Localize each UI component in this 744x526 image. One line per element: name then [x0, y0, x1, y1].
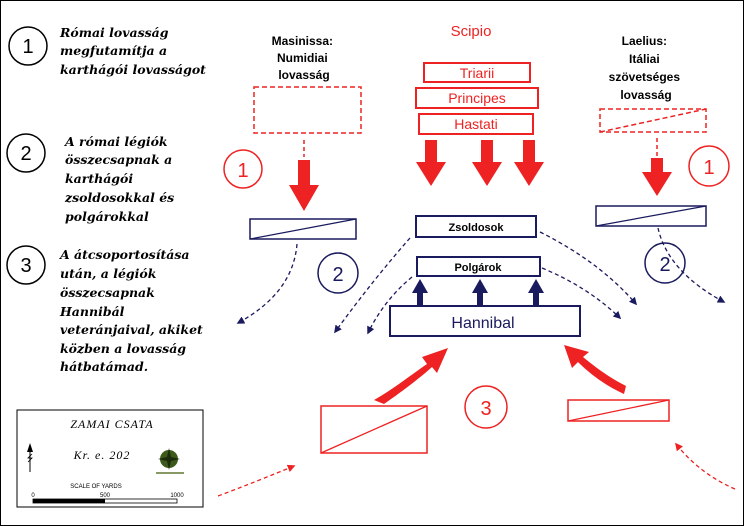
- unit-hastati: Hastati: [418, 113, 534, 135]
- commander-scipio-label: Scipio: [451, 23, 492, 40]
- carthaginian-cavalry-left: [249, 218, 357, 240]
- laelius-start-position: [599, 108, 707, 133]
- returning-cavalry-right: [567, 399, 670, 422]
- retreat-path-zsoldosok-left: [334, 237, 411, 334]
- unit-zsoldosok-box: [415, 215, 537, 238]
- phase-3-label: 3: [480, 398, 491, 420]
- phase-2-left-circle: [317, 252, 359, 294]
- carthaginian-cavalry-right: [595, 205, 707, 227]
- cavalry-return-path-left: [217, 464, 296, 497]
- unit-polgarok-label: Polgárok: [454, 262, 502, 274]
- phase-1-right-label: 1: [703, 157, 714, 179]
- retreat-path-left-cavalry: [236, 243, 298, 324]
- unit-polgarok-box: [416, 256, 541, 277]
- legend-text-1: Római lovasság megfutamítja a karthágói …: [59, 25, 206, 77]
- legend-item-2: 2 A római légiók összecsapnak a karthágó…: [6, 133, 179, 224]
- legend-number-1: 1: [22, 36, 33, 58]
- unit-hannibal: Hannibal: [389, 305, 581, 337]
- legion-arrow-left: [416, 140, 446, 186]
- legion-advance-arrows: [416, 140, 544, 186]
- cavalry-return-path-right: [675, 442, 736, 490]
- legend-number-circle-3: [6, 245, 46, 285]
- unit-triarii-label: Triarii: [460, 65, 494, 81]
- legion-arrow-center: [472, 140, 502, 186]
- unit-hastati-label: Hastati: [454, 116, 498, 132]
- phase-1-right-circle: [688, 145, 730, 187]
- unit-zsoldosok-label: Zsoldosok: [448, 222, 504, 234]
- unit-zsoldosok: Zsoldosok: [415, 215, 537, 238]
- laelius-charge-arrow: [642, 158, 672, 196]
- retreat-path-right-cavalry: [657, 227, 726, 303]
- scale-tick-0: 0: [31, 493, 35, 499]
- unit-triarii-box: [423, 62, 531, 83]
- veteran-support-arrows: [412, 279, 544, 305]
- legend-number-3: 3: [20, 255, 31, 277]
- legend-item-3: 3 A átcsoportosítása után, a légiók össz…: [6, 245, 207, 374]
- legion-arrow-right: [514, 140, 544, 186]
- legend-number-circle-1: [8, 26, 48, 66]
- cartouche-date: Kr. e. 202: [73, 448, 131, 462]
- rear-attack-arrow-right: [564, 345, 626, 394]
- compass-rose-icon: [156, 448, 184, 474]
- phase-1-left-label: 1: [237, 160, 248, 182]
- phase-2-right-label: 2: [659, 254, 670, 276]
- unit-hastati-box: [418, 113, 534, 135]
- cartouche-title: ZAMAI CSATA: [70, 417, 153, 431]
- retreat-path-polgarok-left: [367, 276, 413, 335]
- masinissa-charge-arrow: [289, 160, 319, 211]
- scale-tick-500: 500: [100, 493, 111, 499]
- support-arrow-left: [412, 279, 428, 305]
- phase-1-left-circle: [223, 149, 263, 189]
- support-arrow-right: [528, 279, 544, 305]
- unit-polgarok: Polgárok: [416, 256, 541, 277]
- rear-attack-arrow-left: [374, 348, 448, 404]
- scale-tick-1000: 1000: [170, 493, 184, 499]
- unit-principes: Principes: [415, 87, 539, 109]
- unit-hannibal-label: Hannibal: [451, 315, 514, 332]
- scale-label: SCALE OF YARDS: [70, 484, 121, 490]
- legend-text-2: A római légiók összecsapnak a karthágói …: [64, 134, 179, 224]
- legend-item-1: 1 Római lovasság megfutamítja a karthágó…: [8, 25, 206, 77]
- phase-3-circle: [464, 385, 508, 429]
- unit-hannibal-box: [389, 305, 581, 337]
- unit-principes-label: Principes: [448, 90, 506, 106]
- unit-triarii: Triarii: [423, 62, 531, 83]
- retreat-path-polgarok-right: [541, 267, 622, 320]
- cavalry-return-paths: [217, 442, 736, 497]
- map-cartouche: ZAMAI CSATA Kr. e. 202 SCALE OF YARDS 0 …: [16, 409, 204, 508]
- north-arrow-icon: [27, 443, 33, 472]
- masinissa-cavalry-label: Masinissa: Numidiai lovasság: [272, 34, 337, 82]
- retreat-path-zsoldosok-right: [539, 231, 638, 306]
- retreat-paths: [236, 227, 726, 335]
- legend-number-2: 2: [20, 143, 31, 165]
- scale-bar: [32, 498, 178, 504]
- laelius-cavalry-label: Laelius: Itáliai szövetséges lovasság: [609, 34, 684, 102]
- masinissa-start-position: [253, 86, 362, 134]
- support-arrow-center: [472, 279, 488, 305]
- phase-2-right-circle: [644, 242, 686, 284]
- legend-text-3: A átcsoportosítása után, a légiók összec…: [59, 247, 207, 374]
- legend-number-circle-2: [6, 133, 46, 173]
- phase-2-left-label: 2: [332, 264, 343, 286]
- returning-cavalry-left: [320, 405, 428, 454]
- unit-principes-box: [415, 87, 539, 109]
